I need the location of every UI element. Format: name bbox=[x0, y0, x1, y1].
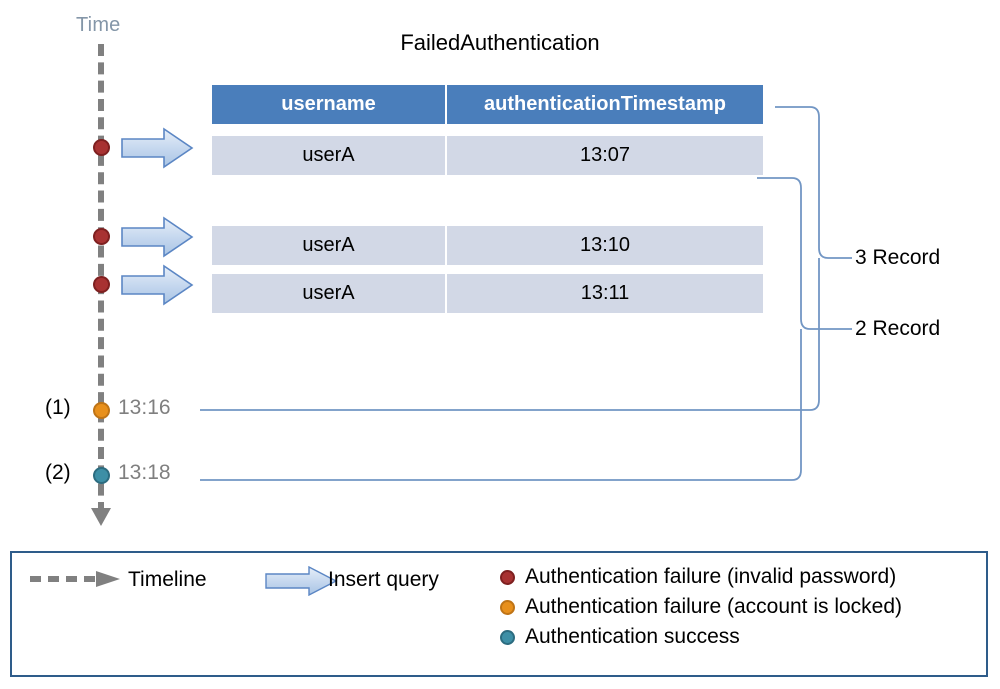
timeline-dot-success bbox=[93, 467, 110, 484]
teal-dot-icon bbox=[500, 629, 515, 645]
column-header-timestamp: authenticationTimestamp bbox=[445, 85, 763, 124]
marker-number-1: (1) bbox=[45, 396, 71, 419]
legend-timeline-dash-icon bbox=[30, 571, 120, 587]
marker-time-1: 13:16 bbox=[118, 396, 171, 419]
cell-timestamp: 13:07 bbox=[445, 136, 763, 175]
table-header-row: username authenticationTimestamp bbox=[212, 85, 763, 124]
legend-item: Authentication success bbox=[500, 622, 902, 652]
table-row: userA 13:10 bbox=[212, 226, 763, 265]
legend-insert-query-label: Insert query bbox=[328, 568, 439, 591]
insert-query-arrow-2 bbox=[120, 216, 194, 258]
legend-box bbox=[10, 551, 988, 677]
legend-item-label: Authentication failure (account is locke… bbox=[525, 595, 903, 618]
table-row: userA 13:11 bbox=[212, 274, 763, 313]
timeline-arrowhead-icon bbox=[91, 508, 111, 526]
table-row-spacer bbox=[212, 124, 763, 136]
orange-dot-icon bbox=[500, 599, 515, 615]
table-row-spacer bbox=[212, 265, 763, 274]
cell-username: userA bbox=[302, 282, 355, 304]
record-count-label-2: 2 Record bbox=[855, 317, 941, 340]
bracket-2-record bbox=[757, 177, 852, 330]
timeline-dot-failure-2 bbox=[93, 228, 110, 245]
table-row-spacer bbox=[212, 214, 763, 226]
timeline-dot-locked bbox=[93, 402, 110, 419]
column-header-username: username bbox=[281, 93, 376, 115]
cell-username: userA bbox=[302, 234, 355, 256]
time-axis-label: Time bbox=[76, 14, 121, 36]
legend-insert-query-arrow-icon bbox=[264, 566, 338, 596]
legend-item: Authentication failure (account is locke… bbox=[500, 592, 902, 622]
cell-username: userA bbox=[302, 144, 355, 166]
marker-time-2: 13:18 bbox=[118, 461, 171, 484]
failed-authentication-table: username authenticationTimestamp userA 1… bbox=[212, 85, 763, 313]
legend-status-list: Authentication failure (invalid password… bbox=[500, 562, 902, 652]
red-dot-icon bbox=[500, 569, 515, 585]
legend-timeline-label: Timeline bbox=[128, 568, 207, 591]
cell-timestamp: 13:11 bbox=[445, 274, 763, 313]
cell-timestamp: 13:10 bbox=[445, 226, 763, 265]
legend-item-label: Authentication failure (invalid password… bbox=[525, 565, 897, 588]
record-count-label-3: 3 Record bbox=[855, 246, 941, 269]
table-row: userA 13:07 bbox=[212, 136, 763, 175]
bracket-2-record-to-marker-2 bbox=[200, 328, 802, 481]
timeline-dot-failure-1 bbox=[93, 139, 110, 156]
insert-query-arrow-1 bbox=[120, 127, 194, 169]
bracket-3-record bbox=[775, 106, 852, 259]
marker-number-2: (2) bbox=[45, 461, 71, 484]
table-title: FailedAuthentication bbox=[400, 30, 600, 55]
insert-query-arrow-3 bbox=[120, 264, 194, 306]
legend-item: Authentication failure (invalid password… bbox=[500, 562, 902, 592]
table-row-gap bbox=[212, 175, 763, 214]
legend-item-label: Authentication success bbox=[525, 625, 740, 648]
timeline-dot-failure-3 bbox=[93, 276, 110, 293]
